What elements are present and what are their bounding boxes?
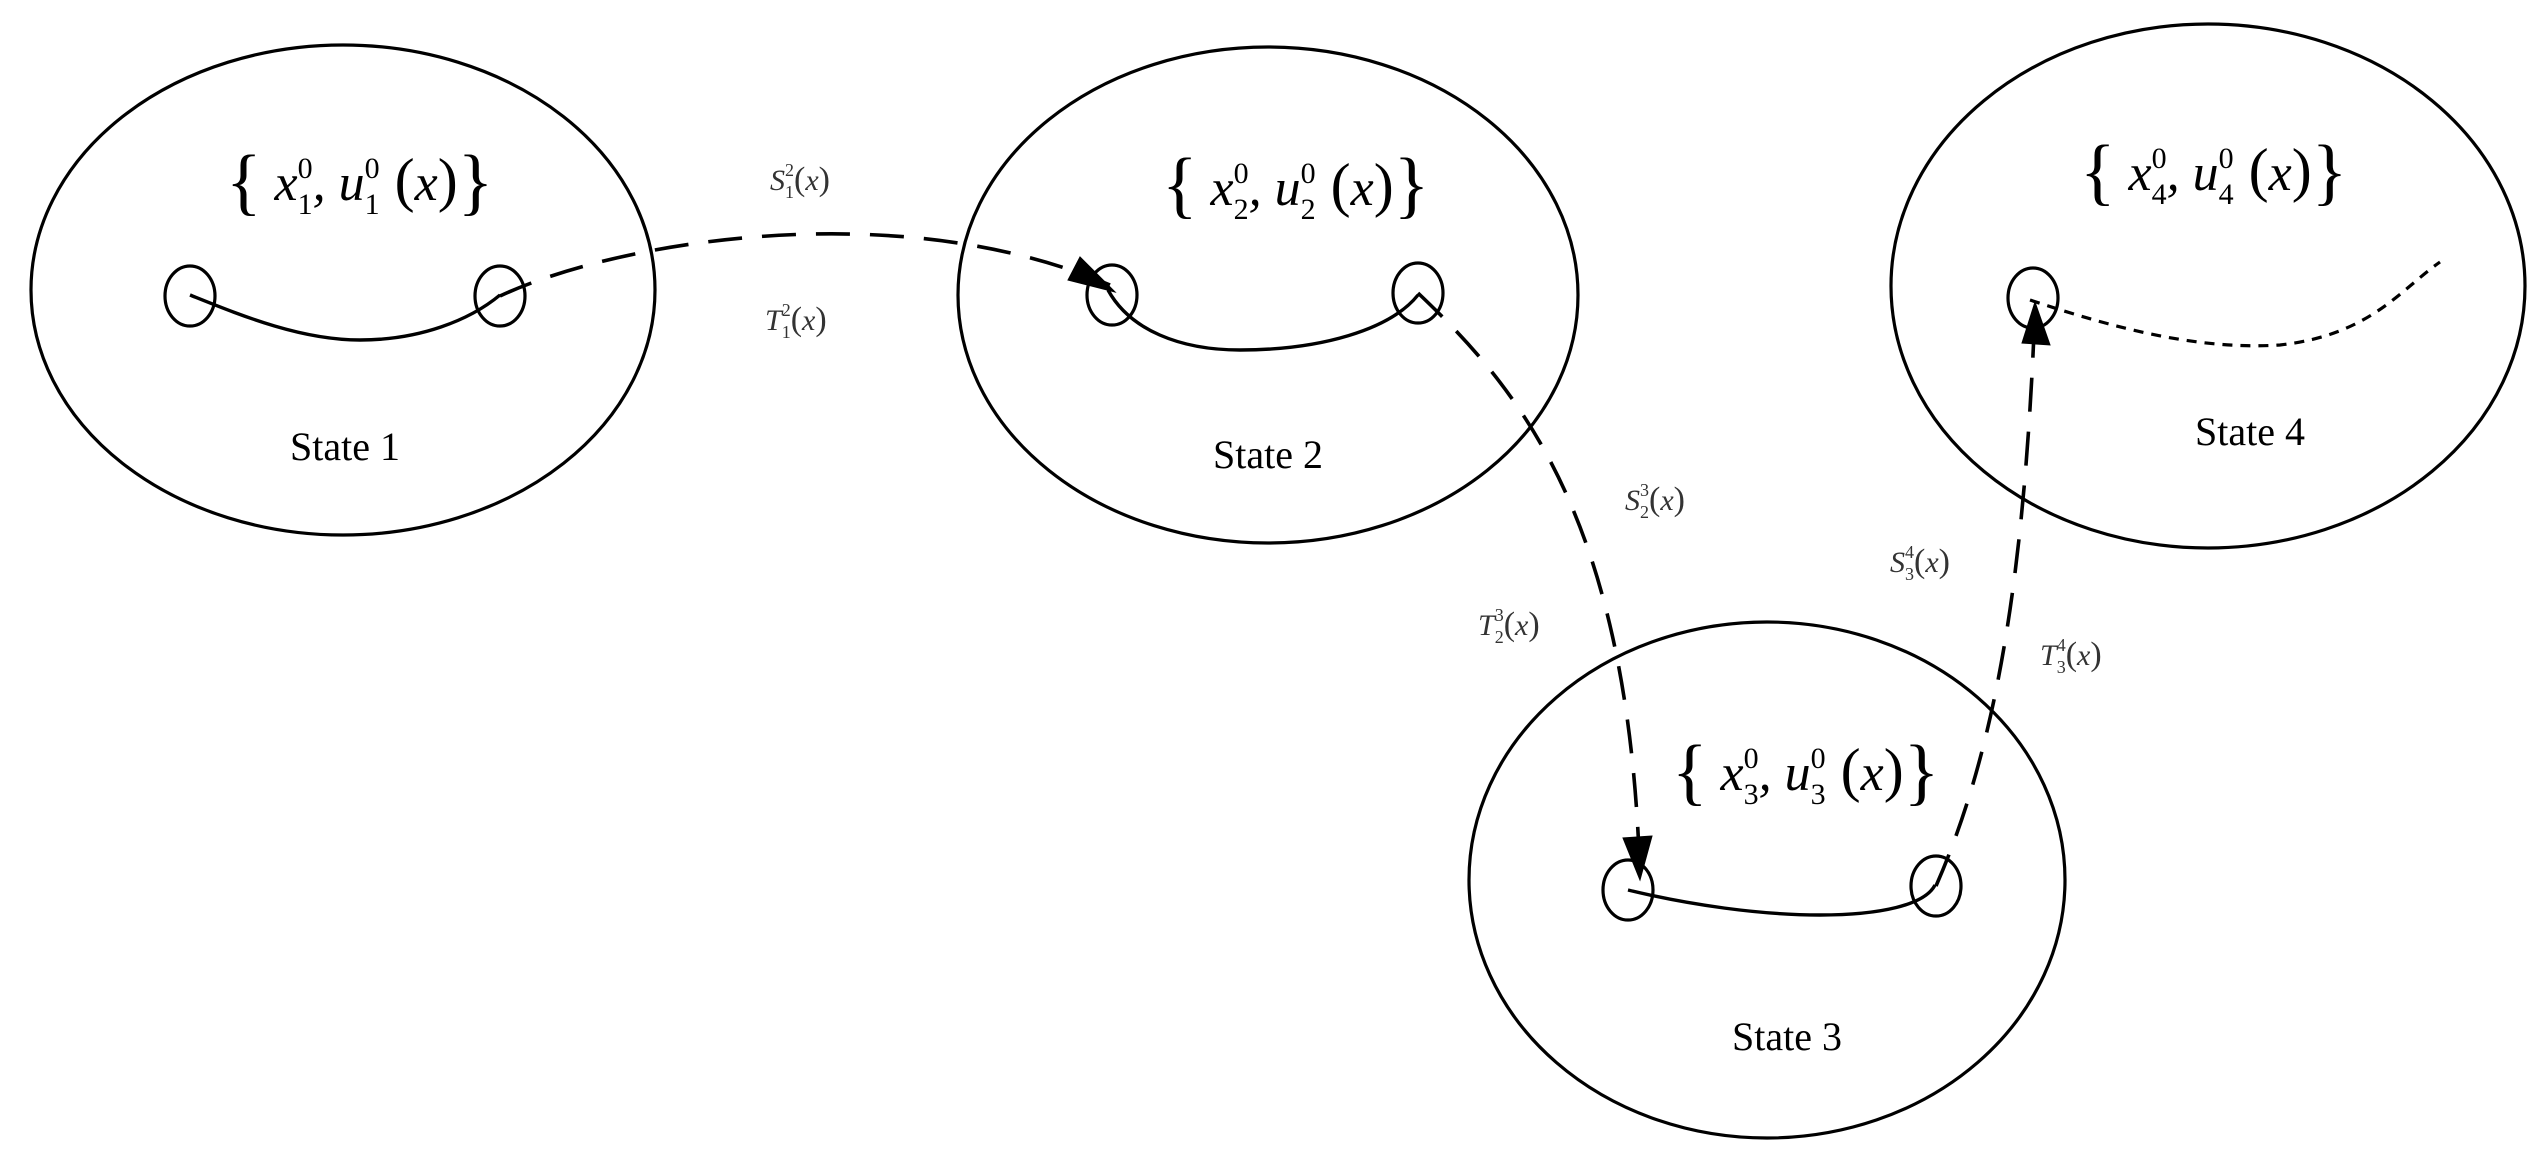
state-1-start-node [163,264,217,328]
state-2-start-node [1085,263,1139,327]
transition-2-3-arc [1416,291,1642,881]
state-1-end-node [473,264,527,328]
transition-3-4-arc [1934,309,2037,887]
state-3-start-node [1601,858,1655,922]
state-2-end-node [1391,261,1445,325]
state-4-label: State 4 [2195,409,2305,454]
transition-1-2-arrowhead [1067,256,1117,293]
transition-2-3-arrowhead [1622,835,1653,882]
state-3-trajectory [1627,884,1937,917]
state-4-ellipse [1889,22,2527,550]
state-3-label: State 3 [1732,1014,1842,1059]
state-2-label: State 2 [1213,432,1323,477]
state-4-trajectory [2029,260,2441,348]
state-1-trajectory [189,293,502,342]
state-2-ellipse [956,45,1580,545]
state-1-label: State 1 [290,424,400,469]
transition-1-2-arc [499,232,1111,298]
state-3-end-node [1909,854,1963,918]
state-2-trajectory [1106,289,1420,352]
state-3-ellipse [1467,620,2067,1140]
state-1-ellipse [29,43,657,537]
transition-3-4-arrowhead [2021,300,2051,346]
